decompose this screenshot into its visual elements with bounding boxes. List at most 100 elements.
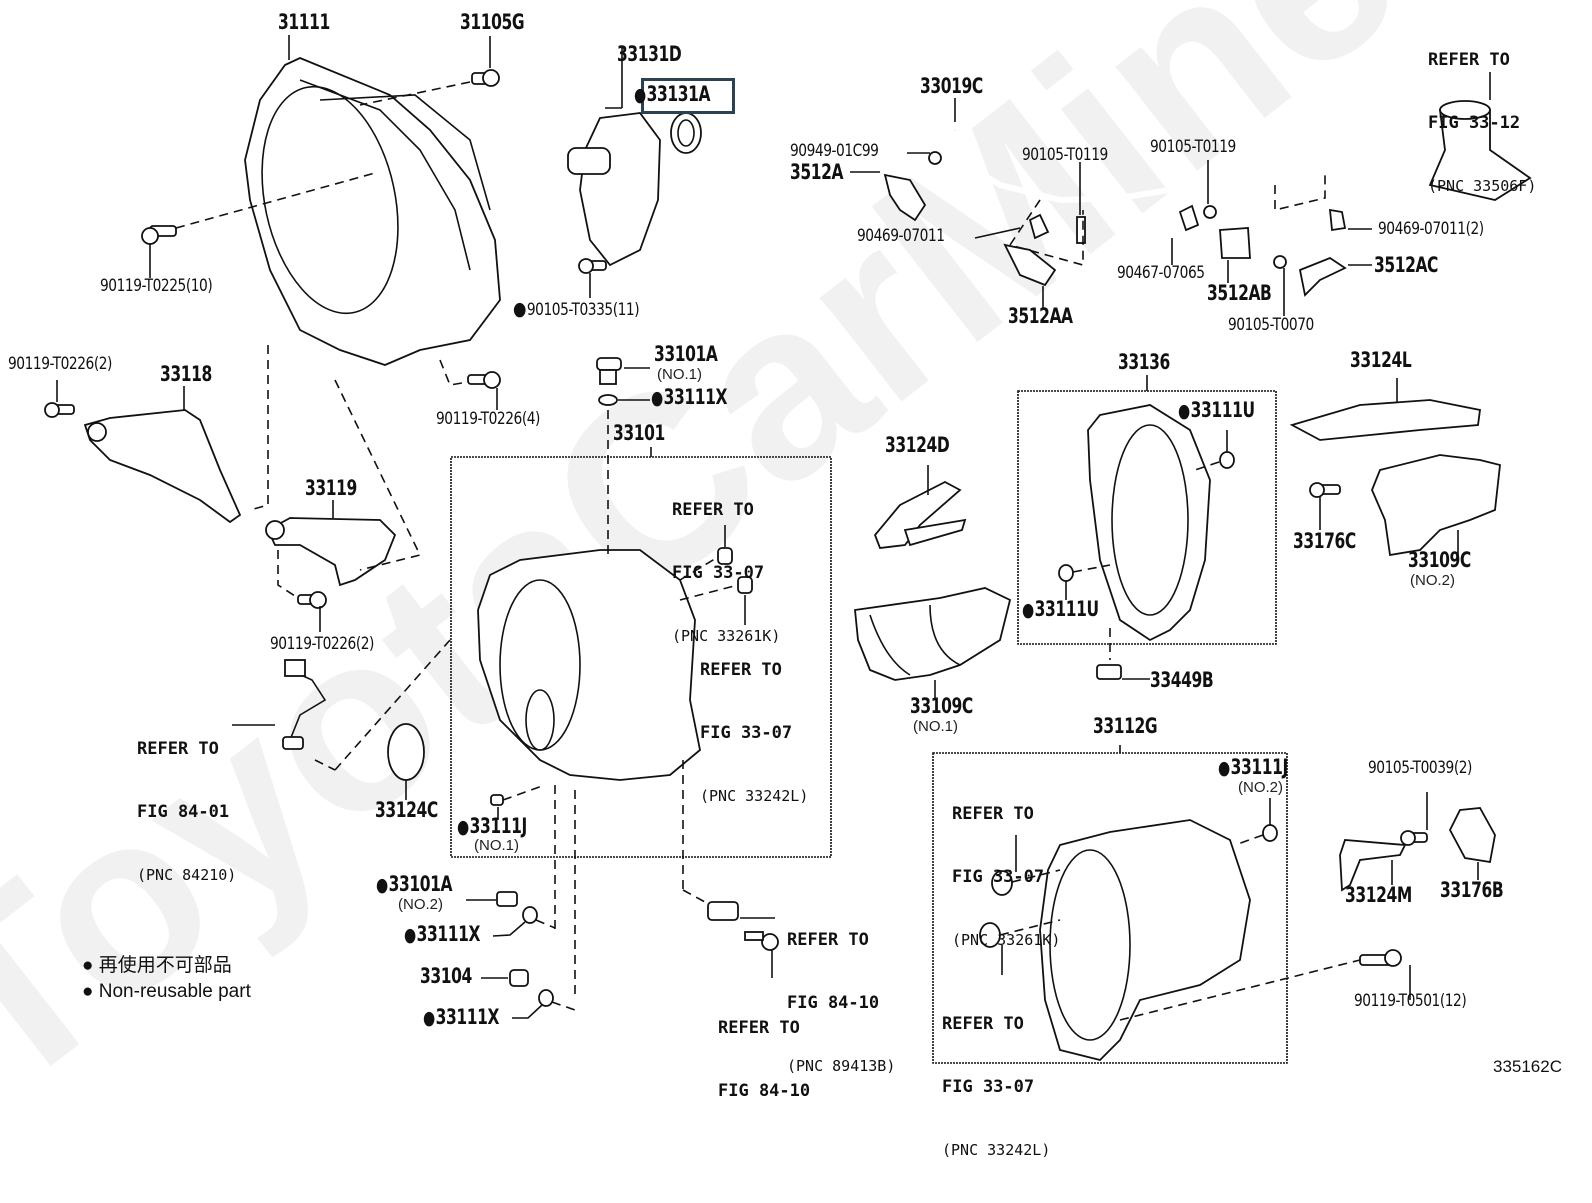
label-3512AC[interactable]: 3512AC (1374, 253, 1439, 277)
label-33111X-bot[interactable]: 33111X (423, 1007, 500, 1028)
ref-fig-33-07-33261K-top[interactable]: REFER TO FIG 33-07 (PNC 33261K) (672, 458, 780, 689)
label-90105-T0119-a[interactable]: 90105-T0119 (1022, 145, 1108, 165)
label-33124C[interactable]: 33124C (375, 798, 438, 822)
ref-line-1: REFER TO (787, 930, 869, 950)
label-33104[interactable]: 33104 (420, 964, 472, 988)
label-33101A-no1-sub: (NO.1) (657, 366, 702, 383)
label-33176B[interactable]: 33176B (1440, 878, 1504, 902)
label-33124M[interactable]: 33124M (1345, 883, 1412, 907)
label-33109C-no2[interactable]: 33109C (1408, 548, 1471, 572)
label-90119-T0225[interactable]: 90119-T0225(10) (100, 276, 213, 296)
ref-line-2: FIG 33-12 (1428, 113, 1521, 133)
ref-line-2: FIG 33-07 (700, 723, 793, 743)
ref-fig-84-10-89413B[interactable]: REFER TO FIG 84-10 (PNC 89413B) (787, 888, 895, 1119)
ref-fig-84-10[interactable]: REFER TO FIG 84-10 (718, 976, 810, 1144)
bolt-90119-T0226-a (44, 402, 75, 418)
label-90469-07011-2[interactable]: 90469-07011(2) (1378, 219, 1484, 239)
ref-line-2: FIG 84-10 (787, 993, 880, 1013)
label-31111[interactable]: 31111 (278, 10, 330, 34)
extension-housing-33112G (1039, 819, 1251, 1061)
extension-housing-33131D (567, 48, 702, 267)
label-33111X-top[interactable]: 33111X (651, 387, 728, 408)
ref-line-1: REFER TO (952, 804, 1034, 824)
label-90949-01C99[interactable]: 90949-01C99 (790, 141, 879, 161)
cover-33176B (1448, 807, 1496, 864)
label-90105-T0119-b[interactable]: 90105-T0119 (1150, 137, 1236, 157)
label-90105-T0039[interactable]: 90105-T0039(2) (1368, 758, 1472, 778)
ref-pnc: (PNC 33242L) (700, 787, 809, 805)
label-33131D[interactable]: 33131D (617, 42, 682, 66)
ref-line-2: FIG 33-07 (942, 1077, 1035, 1097)
box-33112G (932, 752, 1288, 1064)
label-33111U-b[interactable]: 33111U (1022, 599, 1099, 620)
label-90105-T0070[interactable]: 90105-T0070 (1228, 315, 1314, 335)
label-33111J-no2-sub: (NO.2) (1238, 779, 1283, 796)
label-33136[interactable]: 33136 (1118, 350, 1170, 374)
label-33109C-no1[interactable]: 33109C (910, 694, 973, 718)
label-90469-07011[interactable]: 90469-07011 (857, 226, 945, 246)
lever-33124D (873, 480, 967, 549)
ref-fig-33-07-33261K-bot[interactable]: REFER TO FIG 33-07 (PNC 33261K) (952, 762, 1060, 993)
label-3512AB[interactable]: 3512AB (1207, 281, 1272, 305)
label-90105-T0335[interactable]: 90105-T0335(11) (513, 300, 640, 319)
ref-line-2: FIG 84-10 (718, 1081, 811, 1101)
adapter-33136 (1087, 404, 1211, 642)
ref-fig-33-12[interactable]: REFER TO FIG 33-12 (PNC 33506F) (1428, 8, 1536, 239)
ref-line-1: REFER TO (700, 660, 782, 680)
label-90119-T0226-2a[interactable]: 90119-T0226(2) (8, 354, 112, 374)
label-33101A-no1[interactable]: 33101A (654, 342, 718, 366)
label-3512AA[interactable]: 3512AA (1008, 304, 1073, 328)
legend-en: Non-reusable part (82, 979, 251, 1005)
label-33101[interactable]: 33101 (613, 421, 665, 445)
label-90119-T0226-2b[interactable]: 90119-T0226(2) (270, 634, 374, 654)
label-33118[interactable]: 33118 (160, 362, 212, 386)
plug-33101A-no2 (496, 891, 518, 907)
diagram-line-art (44, 35, 1532, 1064)
bracket-33124M (1339, 839, 1407, 892)
label-33119[interactable]: 33119 (305, 476, 357, 500)
bell-housing-31111 (244, 57, 501, 366)
label-33111U-a[interactable]: 33111U (1178, 400, 1255, 421)
ref-line-2: FIG 33-07 (952, 867, 1045, 887)
ref-pnc: (PNC 33261K) (952, 931, 1061, 949)
label-33111J-no2[interactable]: 33111J (1218, 757, 1289, 778)
ref-fig-33-07-33242L-top[interactable]: REFER TO FIG 33-07 (PNC 33242L) (700, 618, 808, 849)
bolt-90119-T0226-4 (467, 371, 501, 389)
ref-fig-84-01[interactable]: REFER TO FIG 84-01 (PNC 84210) (137, 697, 236, 928)
ref-pnc: (PNC 33242L) (942, 1141, 1051, 1159)
label-33111X-mid[interactable]: 33111X (404, 924, 481, 945)
label-33131A[interactable]: 33131A (634, 84, 711, 105)
label-90467-07065[interactable]: 90467-07065 (1117, 263, 1205, 283)
bolt-90119-T0501 (1359, 949, 1402, 967)
label-33109C-no1-sub: (NO.1) (913, 718, 958, 735)
plug-33104 (509, 969, 529, 987)
label-33176C[interactable]: 33176C (1293, 529, 1356, 553)
parts-diagram: ToyotaCarMine.ru (0, 0, 1592, 1099)
ref-fig-33-07-33242L-bot[interactable]: REFER TO FIG 33-07 (PNC 33242L) (942, 972, 1050, 1203)
label-33111J-no1[interactable]: 33111J (457, 816, 528, 837)
sensor-84210 (282, 659, 327, 750)
label-90119-T0501[interactable]: 90119-T0501(12) (1354, 991, 1467, 1011)
label-33111J-no1-sub: (NO.1) (474, 837, 519, 854)
shift-lever-retainer-33019C (952, 72, 1532, 204)
label-33124D[interactable]: 33124D (885, 433, 950, 457)
label-33019C[interactable]: 33019C (920, 74, 983, 98)
label-33112G[interactable]: 33112G (1093, 714, 1158, 738)
brackets-3512 (883, 151, 1347, 297)
label-33101A-no2[interactable]: 33101A (376, 874, 453, 895)
plug-33101A-no1 (596, 357, 622, 385)
label-90119-T0226-4[interactable]: 90119-T0226(4) (436, 409, 540, 429)
bolt-31105G (471, 69, 500, 87)
label-33124L[interactable]: 33124L (1350, 348, 1412, 372)
legend-jp: 再使用不可部品 (82, 953, 251, 979)
bracket-33119 (265, 517, 397, 587)
ref-line-1: REFER TO (672, 500, 754, 520)
label-3512A[interactable]: 3512A (790, 160, 844, 184)
label-31105G[interactable]: 31105G (460, 10, 525, 34)
plate-33124L (1289, 399, 1482, 441)
bolt-90105-T0335 (578, 258, 607, 274)
bolt-33176C (1309, 482, 1341, 498)
label-33449B[interactable]: 33449B (1150, 668, 1214, 692)
figure-id: 335162C (1492, 1057, 1562, 1076)
ref-pnc: (PNC 33261K) (672, 627, 781, 645)
